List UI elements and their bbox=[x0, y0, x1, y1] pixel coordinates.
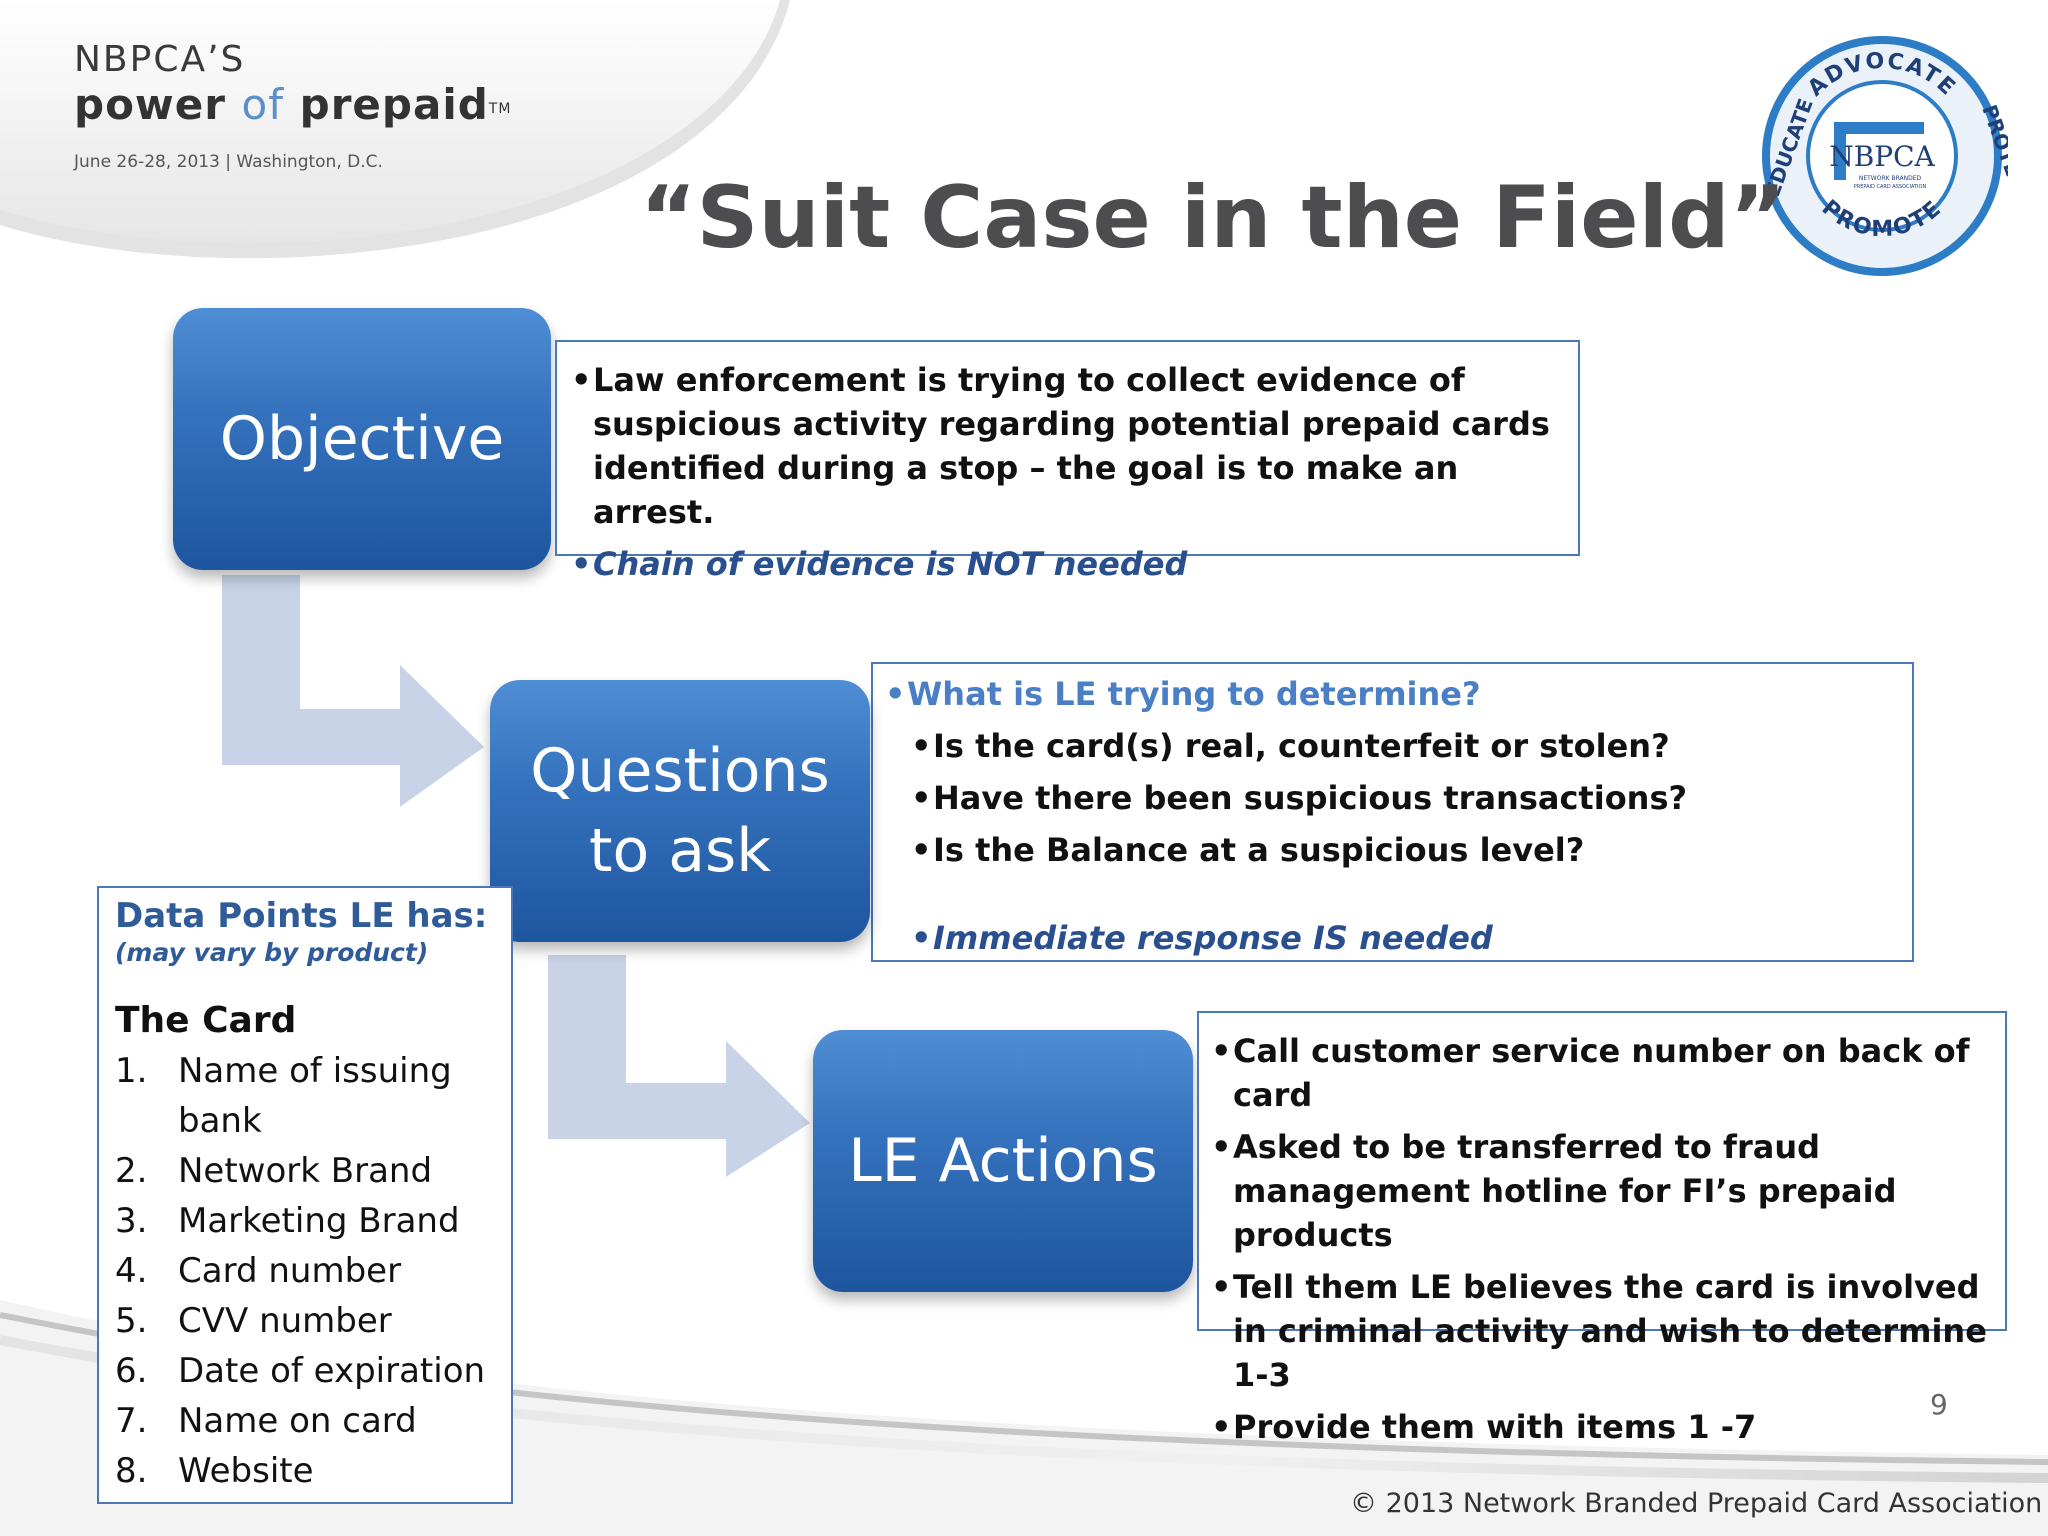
arrow-objective-to-questions-icon bbox=[222, 575, 484, 807]
questions-label-line2: to ask bbox=[588, 816, 772, 886]
logo-event-date: June 26-28, 2013 | Washington, D.C. bbox=[74, 152, 383, 172]
list-item: 4.Card number bbox=[115, 1251, 402, 1291]
questions-box: Questions to ask bbox=[490, 680, 870, 942]
action-item: • Asked to be transferred to fraud manag… bbox=[1211, 1125, 1993, 1257]
objective-details: • Law enforcement is trying to collect e… bbox=[555, 340, 1580, 583]
bullet-icon: • bbox=[885, 675, 906, 713]
seal-center-text: NBPCA bbox=[1829, 140, 1935, 173]
bullet-icon: • bbox=[1211, 1408, 1232, 1446]
bullet-icon: • bbox=[911, 831, 932, 869]
page-number: 9 bbox=[1930, 1388, 1948, 1421]
list-item: 2.Network Brand bbox=[115, 1151, 433, 1191]
bullet-icon: • bbox=[571, 545, 592, 583]
copyright-text: © 2013 Network Branded Prepaid Card Asso… bbox=[1350, 1488, 2043, 1519]
list-item: 5.CVV number bbox=[115, 1301, 392, 1341]
logo-trademark: TM bbox=[488, 101, 512, 117]
question-item: • Have there been suspicious transaction… bbox=[885, 776, 1900, 820]
bullet-icon: • bbox=[1211, 1128, 1232, 1166]
seal-center-sub1: NETWORK BRANDED bbox=[1859, 175, 1922, 182]
arrow-questions-to-actions-icon bbox=[548, 955, 810, 1177]
list-item: 6.Date of expiration bbox=[115, 1351, 486, 1391]
question-item: • Is the card(s) real, counterfeit or st… bbox=[885, 724, 1900, 768]
action-item: • Call customer service number on back o… bbox=[1211, 1029, 1993, 1117]
le-actions-details: • Call customer service number on back o… bbox=[1197, 1011, 2007, 1446]
logo-brand: power of prepaidTM bbox=[74, 80, 614, 130]
questions-note: • Immediate response IS needed bbox=[885, 916, 1900, 960]
nbpca-seal-logo: ADVOCATE PROMOTE EDUCATE PROTECT NBPCA N… bbox=[1760, 36, 2008, 276]
bullet-icon: • bbox=[1211, 1032, 1232, 1070]
card-heading: The Card bbox=[115, 1000, 297, 1041]
logo-power: power bbox=[74, 80, 226, 129]
data-points-panel: Data Points LE has: (may vary by product… bbox=[97, 886, 513, 1504]
objective-bullet: • Law enforcement is trying to collect e… bbox=[571, 358, 1564, 534]
list-item: 1.Name of issuing bank bbox=[115, 1051, 452, 1141]
questions-label-line1: Questions bbox=[530, 736, 830, 806]
data-points-title: Data Points LE has: bbox=[115, 896, 488, 936]
bullet-icon: • bbox=[571, 361, 592, 399]
bullet-icon: • bbox=[911, 919, 932, 957]
data-points-subtitle: (may vary by product) bbox=[115, 938, 429, 967]
seal-center-sub2: PREPAID CARD ASSOCIATION bbox=[1854, 184, 1927, 190]
questions-details: • What is LE trying to determine? • Is t… bbox=[871, 662, 1914, 962]
slide-title: “Suit Case in the Field” bbox=[640, 168, 1787, 268]
logo-of: of bbox=[241, 80, 285, 129]
questions-heading: • What is LE trying to determine? bbox=[885, 672, 1900, 716]
bullet-icon: • bbox=[1211, 1268, 1232, 1306]
bullet-icon: • bbox=[911, 779, 932, 817]
logo-prepaid: prepaid bbox=[299, 80, 489, 129]
list-item: 3.Marketing Brand bbox=[115, 1201, 460, 1241]
event-logo: NBPCA’S power of prepaidTM June 26-28, 2… bbox=[74, 39, 614, 173]
objective-note: • Chain of evidence is NOT needed bbox=[571, 542, 1564, 586]
action-item: • Provide them with items 1 -7 bbox=[1211, 1405, 1993, 1449]
bullet-icon: • bbox=[911, 727, 932, 765]
list-item: 8.Website bbox=[115, 1451, 314, 1491]
list-item: 7.Name on card bbox=[115, 1401, 417, 1441]
logo-org: NBPCA’S bbox=[74, 39, 246, 80]
action-item: • Tell them LE believes the card is invo… bbox=[1211, 1265, 1993, 1397]
objective-box: Objective bbox=[173, 308, 551, 570]
question-item: • Is the Balance at a suspicious level? bbox=[885, 828, 1900, 872]
le-actions-box: LE Actions bbox=[813, 1030, 1193, 1292]
